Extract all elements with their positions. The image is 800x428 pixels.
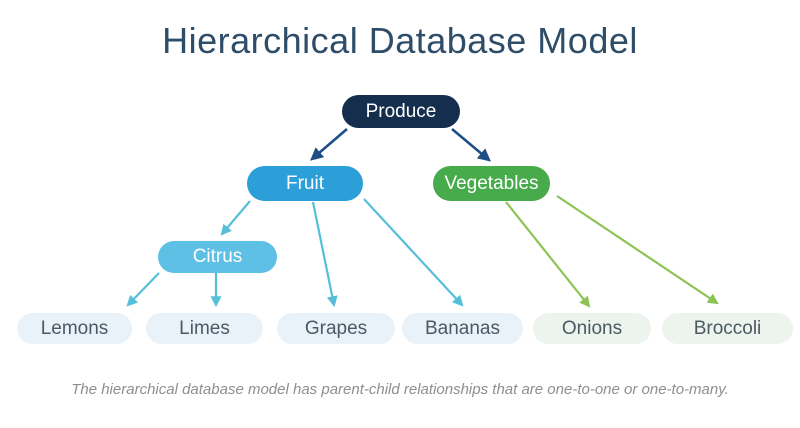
edge-fruit-citrus <box>220 200 251 236</box>
node-grapes: Grapes <box>277 313 395 344</box>
node-limes: Limes <box>146 313 263 344</box>
edge-fruit-bananas <box>363 198 464 307</box>
node-label-bananas: Bananas <box>424 317 500 339</box>
edge-vegetables-onions <box>505 201 591 308</box>
node-lemons: Lemons <box>17 313 132 344</box>
node-label-lemons: Lemons <box>40 317 109 339</box>
edge-produce-vegetables <box>451 128 491 162</box>
node-label-citrus: Citrus <box>192 246 243 267</box>
node-label-onions: Onions <box>561 317 623 339</box>
node-onions: Onions <box>533 313 651 344</box>
node-citrus: Citrus <box>158 241 277 273</box>
edge-vegetables-broccoli <box>556 195 719 305</box>
diagram-caption: The hierarchical database model has pare… <box>71 381 729 398</box>
node-broccoli: Broccoli <box>662 313 793 344</box>
node-produce: Produce <box>342 95 460 128</box>
node-label-limes: Limes <box>179 317 230 339</box>
node-label-grapes: Grapes <box>304 317 368 339</box>
node-label-produce: Produce <box>365 100 437 122</box>
node-label-broccoli: Broccoli <box>693 317 762 339</box>
node-label-vegetables: Vegetables <box>444 172 539 194</box>
edge-fruit-grapes <box>311 201 338 308</box>
edge-produce-fruit <box>310 128 348 161</box>
node-label-fruit: Fruit <box>286 172 324 194</box>
edge-citrus-lemons <box>126 272 160 307</box>
node-vegetables: Vegetables <box>433 166 550 201</box>
node-fruit: Fruit <box>247 166 363 201</box>
page-title: Hierarchical Database Model <box>162 20 638 61</box>
node-bananas: Bananas <box>402 313 523 344</box>
